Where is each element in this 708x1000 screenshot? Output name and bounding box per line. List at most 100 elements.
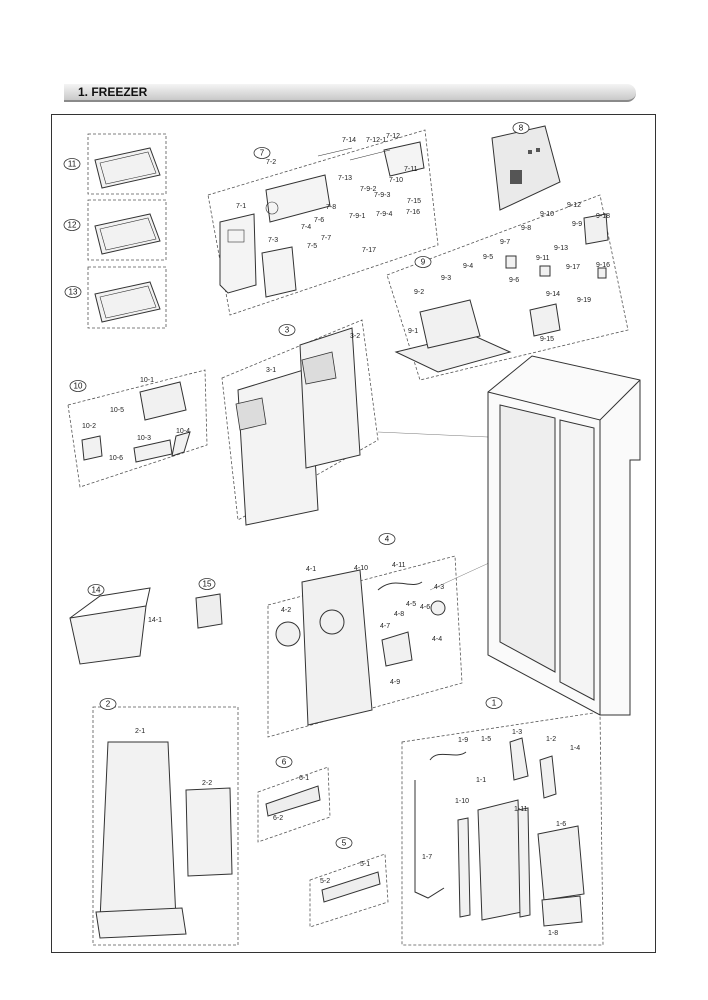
group-number-7: 7 bbox=[253, 147, 271, 159]
svg-text:3: 3 bbox=[285, 326, 290, 335]
group-outline-12 bbox=[87, 199, 167, 261]
part-label-7-12-1: 7-12-1 bbox=[366, 137, 386, 144]
svg-text:9: 9 bbox=[421, 258, 426, 267]
cover-1-6 bbox=[537, 825, 585, 901]
part-label-7-9-3: 7-9-3 bbox=[374, 192, 390, 199]
svg-text:14: 14 bbox=[92, 586, 101, 595]
part-label-9-2: 9-2 bbox=[414, 289, 424, 296]
group-outline-9 bbox=[386, 194, 629, 381]
part-label-10-3: 10-3 bbox=[137, 435, 151, 442]
part-label-4-3: 4-3 bbox=[434, 584, 444, 591]
motor-4-7 bbox=[381, 631, 413, 667]
part-label-2-2: 2-2 bbox=[202, 780, 212, 787]
part-label-7-12: 7-12 bbox=[386, 133, 400, 140]
part-label-10-6: 10-6 bbox=[109, 455, 123, 462]
svg-text:11: 11 bbox=[68, 160, 77, 169]
group-number-13: 13 bbox=[64, 286, 82, 298]
evaporator-1-1 bbox=[477, 799, 523, 921]
group-number-1: 1 bbox=[485, 697, 503, 709]
group-number-5: 5 bbox=[335, 837, 353, 849]
part-label-9-17: 9-17 bbox=[566, 264, 580, 271]
group-number-2: 2 bbox=[99, 698, 117, 710]
part-label-4-7: 4-7 bbox=[380, 623, 390, 630]
part-label-9-16: 9-16 bbox=[596, 262, 610, 269]
panel-3-2 bbox=[299, 327, 361, 469]
part-label-9-10: 9-10 bbox=[540, 211, 554, 218]
group-outline-10 bbox=[67, 369, 208, 488]
part-label-7-17: 7-17 bbox=[362, 247, 376, 254]
svg-text:2: 2 bbox=[106, 700, 111, 709]
refrigerator-cabinet bbox=[487, 355, 641, 716]
part-label-2-1: 2-1 bbox=[135, 728, 145, 735]
group-outline-5 bbox=[309, 853, 389, 928]
part-label-4-11: 4-11 bbox=[392, 562, 406, 569]
shelf-12 bbox=[94, 213, 161, 255]
part-label-7-4: 7-4 bbox=[301, 224, 311, 231]
part-label-14-1: 14-1 bbox=[148, 617, 162, 624]
part-10-1 bbox=[139, 381, 187, 421]
part-label-7-14: 7-14 bbox=[342, 137, 356, 144]
part-label-7-13: 7-13 bbox=[338, 175, 352, 182]
part-label-5-2: 5-2 bbox=[320, 878, 330, 885]
part-label-4-1: 4-1 bbox=[306, 566, 316, 573]
part-label-10-2: 10-2 bbox=[82, 423, 96, 430]
part-label-9-14: 9-14 bbox=[546, 291, 560, 298]
part-label-9-5: 9-5 bbox=[483, 254, 493, 261]
part-label-10-1: 10-1 bbox=[140, 377, 154, 384]
svg-text:13: 13 bbox=[69, 288, 78, 297]
part-label-7-16: 7-16 bbox=[406, 209, 420, 216]
group-outline-4 bbox=[267, 555, 463, 738]
part-label-6-2: 6-2 bbox=[273, 815, 283, 822]
part-label-1-4: 1-4 bbox=[570, 745, 580, 752]
group-number-15: 15 bbox=[198, 578, 216, 590]
section-header-bar: 1. FREEZER bbox=[64, 84, 636, 102]
svg-text:1: 1 bbox=[492, 699, 497, 708]
part-label-1-5: 1-5 bbox=[481, 736, 491, 743]
part-label-1-10: 1-10 bbox=[455, 798, 469, 805]
part-label-9-7: 9-7 bbox=[500, 239, 510, 246]
rail-6-1 bbox=[265, 785, 321, 817]
shelf-13 bbox=[94, 281, 161, 323]
group-number-9: 9 bbox=[414, 256, 432, 268]
part-9-15 bbox=[529, 303, 561, 337]
part-label-7-2: 7-2 bbox=[266, 159, 276, 166]
part-label-4-10: 4-10 bbox=[354, 565, 368, 572]
auger-7-12 bbox=[383, 141, 425, 177]
shelf-11 bbox=[94, 147, 161, 189]
svg-text:12: 12 bbox=[68, 221, 77, 230]
part-label-4-9: 4-9 bbox=[390, 679, 400, 686]
cover-2-1 bbox=[99, 741, 177, 921]
part-label-7-9-1: 7-9-1 bbox=[349, 213, 365, 220]
part-label-3-1: 3-1 bbox=[266, 367, 276, 374]
part-label-7-5: 7-5 bbox=[307, 243, 317, 250]
fan-4-2 bbox=[275, 621, 301, 647]
part-label-4-2: 4-2 bbox=[281, 607, 291, 614]
bin-14-1 bbox=[69, 605, 147, 665]
part-label-1-9: 1-9 bbox=[458, 737, 468, 744]
svg-text:7: 7 bbox=[260, 149, 265, 158]
cover-8 bbox=[491, 125, 561, 211]
group-outline-11 bbox=[87, 133, 167, 195]
part-label-5-1: 5-1 bbox=[360, 861, 370, 868]
part-label-9-15: 9-15 bbox=[540, 336, 554, 343]
rail-5-1 bbox=[321, 871, 381, 903]
part-label-7-3: 7-3 bbox=[268, 237, 278, 244]
part-15 bbox=[195, 593, 223, 629]
part-label-7-10: 7-10 bbox=[389, 177, 403, 184]
part-label-4-5: 4-5 bbox=[406, 601, 416, 608]
part-label-6-1: 6-1 bbox=[299, 775, 309, 782]
part-label-7-9-4: 7-9-4 bbox=[376, 211, 392, 218]
group-outline-2 bbox=[92, 706, 239, 946]
part-label-1-1: 1-1 bbox=[476, 777, 486, 784]
part-label-7-7: 7-7 bbox=[321, 235, 331, 242]
svg-text:8: 8 bbox=[519, 124, 524, 133]
part-label-1-8: 1-8 bbox=[548, 930, 558, 937]
group-number-12: 12 bbox=[63, 219, 81, 231]
group-outline-3 bbox=[221, 319, 379, 521]
sheet-2-2 bbox=[185, 787, 233, 877]
svg-text:5: 5 bbox=[342, 839, 347, 848]
part-label-1-3: 1-3 bbox=[512, 729, 522, 736]
section-title: 1. FREEZER bbox=[78, 85, 148, 99]
part-label-3-2: 3-2 bbox=[350, 333, 360, 340]
part-label-4-6: 4-6 bbox=[420, 604, 430, 611]
